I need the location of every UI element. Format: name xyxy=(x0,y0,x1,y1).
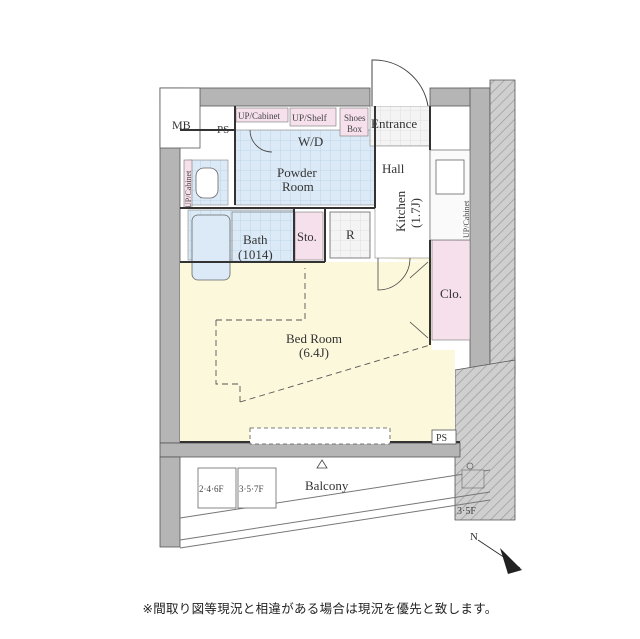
floor-box-a xyxy=(197,467,237,509)
footnote: ※間取り図等現況と相違がある場合は現況を優先と致します。 xyxy=(142,601,498,616)
bedroom-label-2: (6.4J) xyxy=(299,345,329,360)
ps-bottom-box xyxy=(431,429,457,445)
up-shelf-label: UP/Shelf xyxy=(292,113,328,124)
walls xyxy=(159,79,516,548)
closet-door-upper xyxy=(409,261,429,279)
hall-floor xyxy=(374,145,431,259)
powder-room-label-1: Powder xyxy=(277,165,317,180)
powder-room-floor xyxy=(234,129,376,206)
storage-label: Sto. xyxy=(297,230,317,244)
toilet xyxy=(195,167,219,199)
bath-label-1: Bath xyxy=(243,232,268,247)
powder-room-label-2: Room xyxy=(282,179,314,194)
stove xyxy=(435,159,465,195)
bedroom-area xyxy=(180,262,432,442)
entrance-label: Entrance xyxy=(371,116,417,131)
inner-walls xyxy=(180,106,460,443)
floor-note-label: 3·5F xyxy=(457,506,476,517)
balcony-drain xyxy=(461,469,485,489)
window xyxy=(249,427,391,445)
up-cabinet-left-label: UP/Cabinet xyxy=(184,170,193,208)
balcony-drain-marker xyxy=(466,462,474,470)
powder-door xyxy=(249,129,273,153)
closet-label: Clo. xyxy=(440,286,462,301)
up-shelf-box xyxy=(289,107,337,127)
floor-box-b xyxy=(237,467,277,509)
refrigerator-label: R xyxy=(346,227,355,242)
balcony-rail xyxy=(179,469,491,549)
bathtub xyxy=(191,214,231,281)
shoes-box-label-1: Shoes xyxy=(344,113,366,123)
bedroom-extension xyxy=(380,258,455,442)
closet-door-lower xyxy=(409,321,429,339)
bedroom-label-1: Bed Room xyxy=(286,331,342,346)
bath-room-box xyxy=(231,211,295,263)
mb-label: MB xyxy=(172,118,191,132)
bedroom-door xyxy=(377,257,411,291)
ps-bottom-label: PS xyxy=(436,433,447,444)
entrance-door-swing xyxy=(371,59,429,107)
hall-label: Hall xyxy=(382,161,405,176)
wd-label: W/D xyxy=(298,134,323,149)
up-cabinet-top-label: UP/Cabinet xyxy=(238,111,280,121)
floors-a-label: 2·4·6F xyxy=(199,484,224,494)
balcony-label: Balcony xyxy=(305,478,349,493)
window-marker xyxy=(316,459,328,469)
refrigerator-box xyxy=(329,211,371,259)
floors-b-label: 3·5·7F xyxy=(239,484,264,494)
svg-text:N: N xyxy=(470,531,478,543)
shoes-box-label-2: Box xyxy=(347,124,363,134)
shoes-box xyxy=(339,107,369,137)
compass-icon: N xyxy=(470,531,522,574)
closet-box xyxy=(431,239,471,341)
entrance-floor xyxy=(369,105,431,147)
ps-top-label: PS xyxy=(217,124,229,136)
kitchen-label-1: Kitchen xyxy=(393,190,408,232)
bedroom-dashed-outline xyxy=(215,268,431,403)
bath-label-2: (1014) xyxy=(238,247,273,262)
up-cabinet-right-label: UP/Cabinet xyxy=(462,200,471,238)
kitchen-label-2: (1.7J) xyxy=(408,198,423,228)
